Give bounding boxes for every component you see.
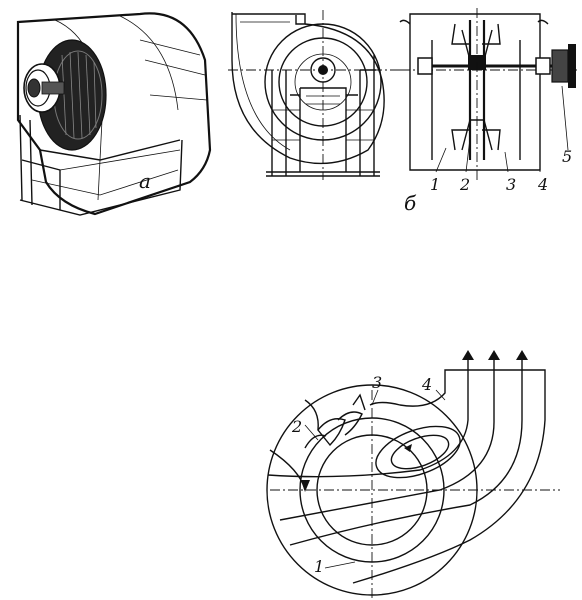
figure-b-label: б xyxy=(404,191,417,215)
figure-a-fan-perspective: а xyxy=(16,12,212,216)
figure-c-part-3: 3 xyxy=(372,373,382,392)
figure-b-part-4: 4 xyxy=(537,175,548,194)
figure-b-fan-section-view: б 1 2 3 4 5 xyxy=(399,8,578,215)
figure-a-label: а xyxy=(139,169,151,193)
figure-b-part-1: 1 xyxy=(430,175,440,194)
figure-b-part-5: 5 xyxy=(562,147,572,166)
figure-b-fan-front-view xyxy=(228,10,410,180)
figure-c-flow-scheme: 1 2 3 4 xyxy=(266,350,560,600)
figure-c-part-2: 2 xyxy=(291,417,302,436)
figure-c-part-1: 1 xyxy=(314,557,324,576)
figure-b-part-3: 3 xyxy=(506,175,516,194)
figure-b-part-2: 2 xyxy=(459,175,470,194)
figure-c-part-4: 4 xyxy=(421,375,432,394)
